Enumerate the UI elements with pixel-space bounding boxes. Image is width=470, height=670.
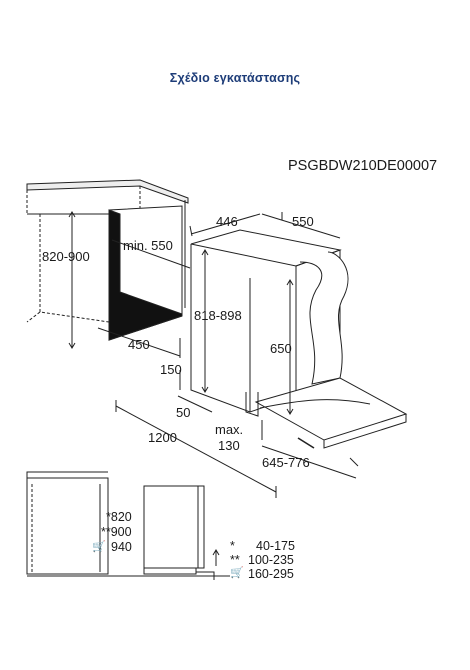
countertop bbox=[26, 179, 189, 204]
label-side-h2: **900 bbox=[101, 525, 132, 539]
label-depth-550: 550 bbox=[292, 214, 314, 229]
legend-value-2: 100-235 bbox=[248, 553, 294, 567]
label-side-h1: *820 bbox=[106, 510, 132, 524]
label-max: max. bbox=[215, 422, 244, 437]
legend-cart-icon: 🛒 bbox=[230, 567, 244, 579]
cart-icon: 🛒 bbox=[92, 541, 106, 553]
legend-value-3: 160-295 bbox=[248, 567, 294, 581]
label-niche-depth: 450 bbox=[128, 337, 150, 352]
side-cabinet bbox=[26, 477, 109, 575]
label-width-446: 446 bbox=[216, 214, 238, 229]
model-code: PSGBDW210DE00007 bbox=[288, 158, 438, 174]
open-door bbox=[254, 377, 408, 441]
label-door-travel: 645-776 bbox=[262, 455, 310, 470]
legend-mark-2: ** bbox=[230, 553, 240, 567]
legend-mark-1: * bbox=[230, 539, 235, 553]
label-door-height: 818-898 bbox=[194, 308, 242, 323]
label-niche-height: 820-900 bbox=[42, 249, 90, 264]
label-door-panel-height: 650 bbox=[270, 341, 292, 356]
label-plinth-height: 150 bbox=[160, 362, 182, 377]
label-total-width: 1200 bbox=[148, 430, 177, 445]
label-side-h3: 940 bbox=[111, 540, 132, 554]
niche-shade bbox=[108, 209, 183, 341]
label-min-depth: min. 550 bbox=[123, 238, 173, 253]
side-dishwasher bbox=[143, 485, 205, 569]
label-plinth-depth: 50 bbox=[176, 405, 191, 420]
page-title: Σχέδιο εγκατάστασης bbox=[169, 71, 301, 85]
legend-value-1: 40-175 bbox=[256, 539, 295, 553]
door-wave bbox=[299, 251, 349, 385]
label-max-value: 130 bbox=[218, 438, 240, 453]
